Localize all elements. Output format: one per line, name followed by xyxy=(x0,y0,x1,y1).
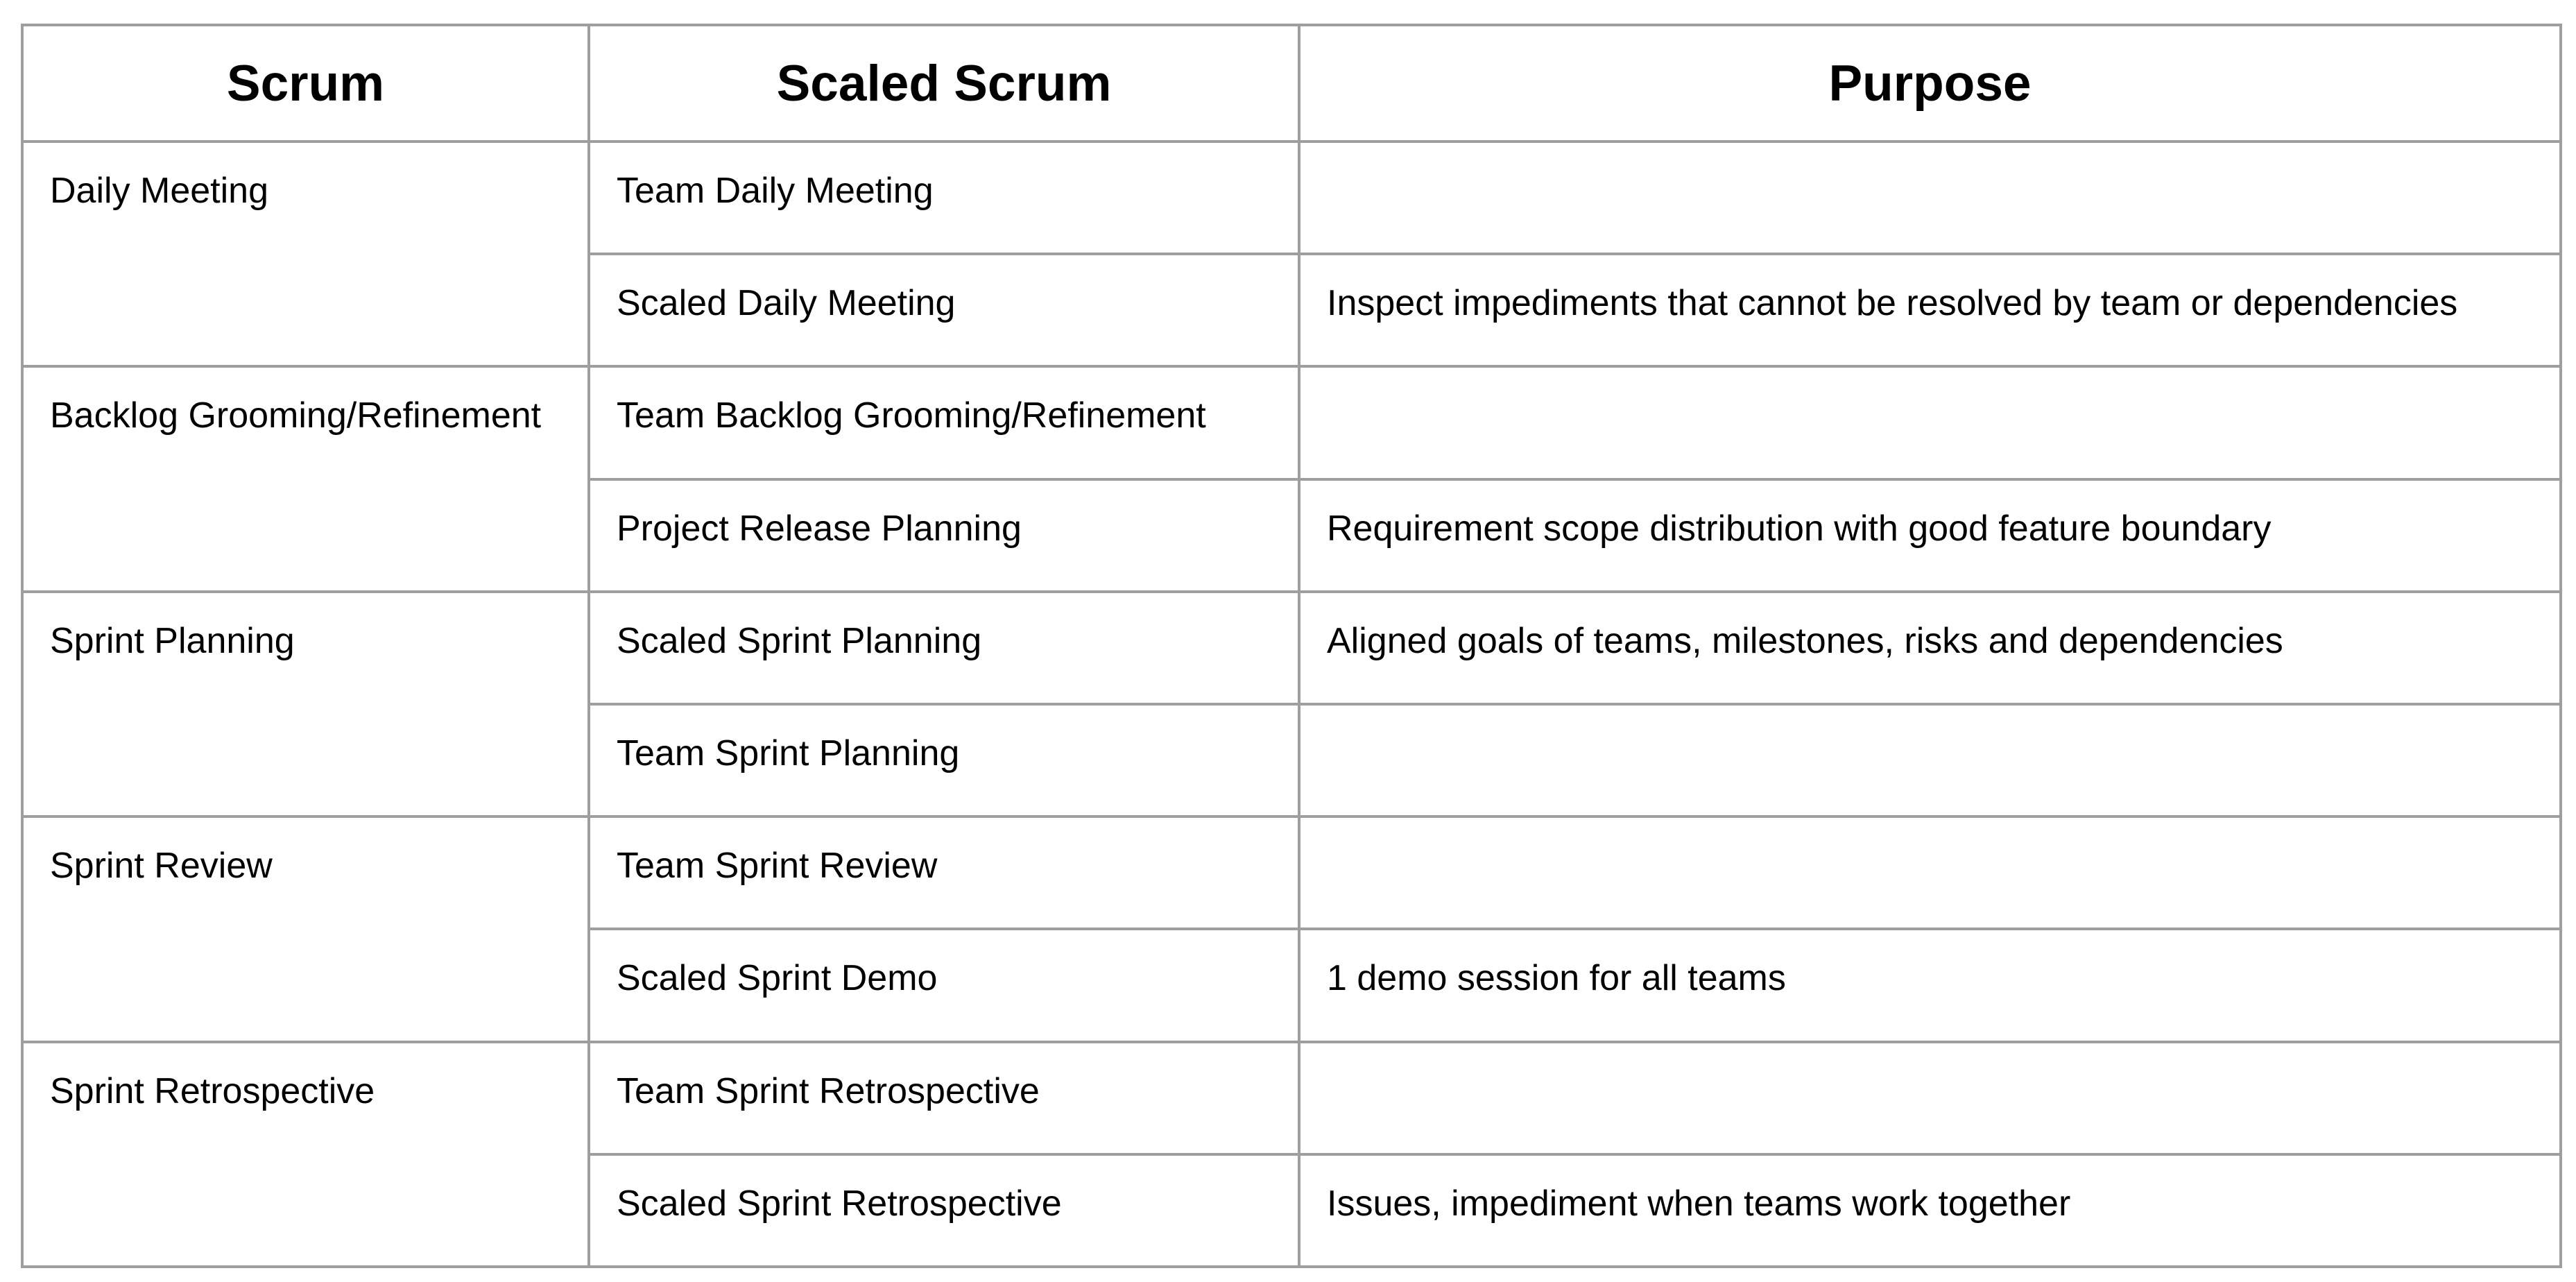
scaled-scrum-cell: Scaled Sprint Demo xyxy=(587,928,1300,1043)
scaled-scrum-cell: Scaled Sprint Retrospective xyxy=(587,1152,1300,1269)
scaled-scrum-cell: Team Sprint Retrospective xyxy=(587,1040,1300,1156)
header-purpose: Purpose xyxy=(1298,24,2562,143)
purpose-cell xyxy=(1298,365,2562,481)
table-row: Backlog Grooming/Refinement Team Backlog… xyxy=(21,365,2562,593)
table-row: Daily Meeting Team Daily Meeting xyxy=(21,139,2562,368)
header-row: Scrum Scaled Scrum Purpose xyxy=(21,24,2562,143)
table-row: Scaled Sprint Retrospective Issues, impe… xyxy=(22,1152,2562,1269)
purpose-cell: Requirement scope distribution with good… xyxy=(1298,477,2562,593)
scrum-cell: Sprint Planning xyxy=(21,590,590,819)
header-scrum: Scrum xyxy=(21,24,590,143)
purpose-cell: Issues, impediment when teams work toget… xyxy=(1298,1152,2562,1269)
purpose-cell: Aligned goals of teams, milestones, risk… xyxy=(1298,590,2562,706)
purpose-cell: 1 demo session for all teams xyxy=(1298,928,2562,1043)
table-row: Scaled Daily Meeting Inspect impediments… xyxy=(22,253,2562,368)
purpose-cell xyxy=(1298,815,2562,931)
purpose-cell xyxy=(1298,702,2562,819)
scaled-scrum-cell: Team Daily Meeting xyxy=(587,139,1300,256)
scaled-scrum-cell: Project Release Planning xyxy=(587,477,1300,593)
scaled-scrum-cell: Scaled Daily Meeting xyxy=(587,253,1300,368)
scrum-cell: Backlog Grooming/Refinement xyxy=(21,365,590,593)
scrum-comparison-table: Scrum Scaled Scrum Purpose Daily Meeting… xyxy=(21,24,2562,1269)
scaled-scrum-cell: Team Sprint Review xyxy=(587,815,1300,931)
scaled-scrum-cell: Team Backlog Grooming/Refinement xyxy=(587,365,1300,481)
scrum-cell: Sprint Retrospective xyxy=(21,1040,590,1268)
scaled-scrum-cell: Scaled Sprint Planning xyxy=(587,590,1300,706)
scrum-cell: Sprint Review xyxy=(21,815,590,1043)
header-scaled-scrum: Scaled Scrum xyxy=(587,24,1300,143)
scaled-scrum-cell: Team Sprint Planning xyxy=(587,702,1300,819)
table-row: Sprint Planning Scaled Sprint Planning A… xyxy=(21,590,2562,819)
scrum-cell: Daily Meeting xyxy=(21,139,590,368)
table-row: Project Release Planning Requirement sco… xyxy=(22,477,2562,593)
table-row: Team Sprint Planning xyxy=(22,702,2562,819)
table-row: Scaled Sprint Demo 1 demo session for al… xyxy=(22,928,2562,1043)
table-row: Sprint Retrospective Team Sprint Retrosp… xyxy=(21,1040,2562,1268)
purpose-cell xyxy=(1298,1040,2562,1156)
purpose-cell xyxy=(1298,139,2562,256)
table-row: Sprint Review Team Sprint Review xyxy=(21,815,2562,1043)
purpose-cell: Inspect impediments that cannot be resol… xyxy=(1298,253,2562,368)
